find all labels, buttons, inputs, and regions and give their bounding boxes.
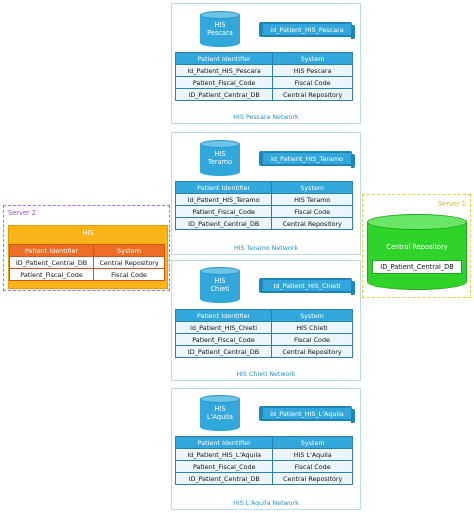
cell: Fiscal Code [272,460,353,473]
cell: ID_Patient_Central_DB [174,217,273,230]
cell: Central Repository [272,88,353,101]
id-banner: Id_Patient_HIS_Chieti [259,278,355,295]
header-system: System [93,244,165,257]
cell: Id_Patient_HIS_L'Aquila [174,448,274,461]
header-system: System [271,181,353,194]
cell: Central Repository [272,472,353,485]
cell: Patient_Fiscal_Code [174,76,274,89]
id-banner: Id_Patient_HIS_Teramo [259,151,355,168]
cell: Patient_Fiscal_Code [175,333,272,346]
cell: Fiscal Code [93,268,165,281]
cell: Patient_Fiscal_Code [8,268,95,281]
header-patient-identifier: Patient Identifier [8,244,95,257]
network-label: HIS Chieti Network [236,371,296,378]
central-id-box: ID_Patient_Central_DB [372,260,462,274]
cell: Id_Patient_HIS_Teramo [174,193,273,206]
his-label: HIS [82,229,94,237]
cell: ID_Patient_Central_DB [175,345,272,358]
network-label: HIS Pescara Network [233,114,299,121]
server-1-label: Server 1 [438,200,466,208]
cell: Central Repository [271,217,353,230]
server-1: Server 1 [362,194,471,298]
cell: Central Repository [271,345,353,358]
server-2-label: Server 2 [8,209,36,217]
header-system: System [272,436,353,449]
db-label-line1: HIS [214,21,226,29]
central-repository-database: Central Repository [367,214,467,290]
db-label-line2: L'Aquila [207,413,233,421]
cell: Id_Patient_HIS_Chieti [175,321,272,334]
cell: HIS L'Aquila [272,448,353,461]
id-banner: Id_Patient_HIS_Pescara [259,22,355,39]
db-label-line2: Pescara [207,29,233,37]
network-label: HIS L'Aquila Network [233,500,299,507]
cell: Fiscal Code [271,333,353,346]
cell: HIS Pescara [272,64,353,77]
header-patient-identifier: Patient Identifier [174,436,274,449]
cell: ID_Patient_Central_DB [8,256,95,269]
cell: Central Repository [93,256,165,269]
cell: HIS Chieti [271,321,353,334]
cell: ID_Patient_Central_DB [174,472,274,485]
header-system: System [272,52,353,65]
header-patient-identifier: Patient Identifier [174,52,274,65]
cell: Id_Patient_HIS_Pescara [174,64,274,77]
db-label-line1: HIS [214,405,226,413]
cell: Patient_Fiscal_Code [174,205,273,218]
header-system: System [271,309,353,322]
cell: Fiscal Code [271,205,353,218]
network-label: HIS Teramo Network [234,245,298,252]
server-2: Server 2 [3,205,170,291]
db-label-line1: HIS [214,277,226,285]
cell: HIS Teramo [271,193,353,206]
header-patient-identifier: Patient Identifier [175,309,272,322]
header-patient-identifier: Patient Identifier [174,181,273,194]
cell: ID_Patient_Central_DB [174,88,274,101]
db-label-line1: HIS [214,150,226,158]
cell: Patient_Fiscal_Code [174,460,274,473]
central-repository-label: Central Repository [386,243,448,251]
db-label-line2: Teramo [207,158,233,166]
db-label-line2: Chieti [210,285,230,293]
cell: Fiscal Code [272,76,353,89]
id-banner: Id_Patient_HIS_L'Aquila [259,406,355,423]
